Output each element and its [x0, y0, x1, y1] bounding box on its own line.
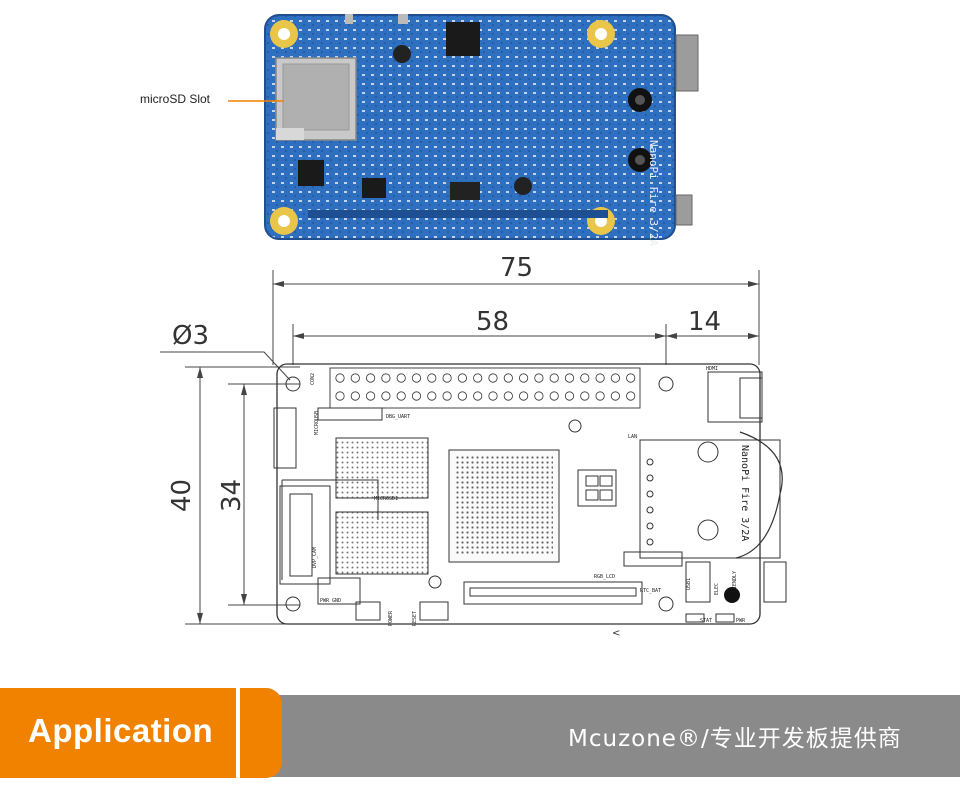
gpio-pin: [564, 391, 575, 401]
gpio-pin: [396, 373, 406, 383]
silk-elec: ELEC: [714, 583, 720, 595]
gpio-pin: [610, 373, 621, 383]
gpio-pin: [595, 373, 605, 383]
gpio-pin: [488, 391, 498, 401]
drawing-ethernet-phy: [577, 469, 617, 507]
drawing-hdmi: [707, 371, 763, 423]
dim-hole-height: 34: [217, 479, 247, 512]
drawing-ram-top: [335, 437, 429, 499]
gpio-pin: [457, 391, 467, 401]
dim-overall-width: 75: [500, 253, 533, 283]
gpio-header-drawing: [329, 367, 641, 409]
gpio-pin: [473, 373, 483, 383]
gpio-pin: [549, 391, 559, 401]
drawing-usb-port: [763, 561, 787, 603]
gpio-pin: [442, 391, 452, 401]
gpio-pin: [503, 391, 513, 401]
footer-orange-block: [0, 688, 236, 778]
svg-text:<: <: [612, 628, 620, 639]
dim-edge-offset: 14: [688, 307, 721, 337]
gpio-pins: [335, 373, 636, 401]
gpio-pin: [381, 391, 391, 401]
silk-dvp-cam: DVP_CAM: [312, 547, 318, 568]
dim-overall-height: 40: [167, 479, 197, 512]
gpio-pin: [457, 373, 467, 383]
gpio-pin: [580, 373, 590, 383]
gpio-pin: [534, 391, 544, 401]
gpio-pin: [442, 373, 452, 383]
gpio-pin: [411, 373, 422, 383]
gpio-pin: [350, 391, 360, 401]
usb-connector: [675, 194, 693, 226]
microsd-slot-label: microSD Slot: [140, 92, 211, 106]
gpio-pin: [610, 391, 621, 401]
board-outline: [276, 363, 761, 625]
gpio-pin: [427, 373, 437, 383]
gpio-pin: [411, 391, 422, 401]
drawing-ram-bottom: [335, 511, 429, 575]
gpio-pin: [518, 373, 529, 383]
chip: [298, 160, 324, 186]
footer-orange-tab: [240, 688, 282, 778]
silk-stat: STAT: [700, 618, 712, 624]
gpio-pin: [534, 373, 544, 383]
silk-usb: USB1: [686, 578, 692, 590]
gpio-pin: [350, 373, 360, 383]
chip: [450, 182, 480, 200]
hdmi-connector: [675, 34, 699, 92]
gpio-pin: [626, 391, 636, 401]
footer-gray-bar: [240, 695, 960, 777]
gpio-pin: [396, 391, 406, 401]
footer-banner: Application Mcuzone®/专业开发板提供商: [0, 688, 960, 786]
silk-power: POWER: [388, 610, 394, 626]
drawing-reset-button: [419, 601, 449, 621]
mechanical-drawing: 75 58 14 Ø3 40 34 CON2 HDMI LAN NanoPi F…: [160, 253, 787, 639]
gpio-pin: [549, 373, 559, 383]
drawing-rgb-lcd: [463, 581, 643, 605]
drawing-lan: [639, 439, 781, 559]
dim-hole-diameter: Ø3: [172, 321, 209, 351]
dim-hole-spacing: 58: [476, 307, 509, 337]
drawing-power-button: [355, 601, 381, 621]
silk-rtc-bat: RTC_BAT: [640, 588, 661, 594]
silk-hdmi: HDMI: [706, 366, 718, 372]
silk-friendly: FRIENDLY: [732, 571, 738, 595]
gpio-pin: [595, 391, 605, 401]
gpio-pin: [626, 373, 636, 383]
silk-pwr-gnd: PWR GND: [320, 598, 341, 604]
silk-pwr: PWR: [736, 618, 746, 624]
svg-text:NanoPi Fire 3/2A: NanoPi Fire 3/2A: [647, 140, 660, 246]
silk-reset: RESET: [412, 611, 418, 626]
silk-board-name: NanoPi Fire 3/2A: [739, 445, 750, 541]
silk-lan: LAN: [628, 434, 637, 440]
drawing-mounting-holes: [285, 376, 674, 612]
gpio-pin: [381, 373, 391, 383]
gpio-pin: [335, 391, 345, 401]
gpio-pin: [580, 391, 590, 401]
chip: [446, 22, 480, 56]
gpio-pin: [365, 391, 376, 401]
footer-brand: Mcuzone®/专业开发板提供商: [568, 726, 902, 752]
gpio-pin: [503, 373, 513, 383]
silk-microsd: MICROSD1: [374, 496, 398, 502]
silk-rgb-lcd: RGB_LCD: [594, 574, 615, 580]
footer-title: Application: [28, 712, 214, 749]
silk-microusb: MICROUSB: [314, 411, 320, 435]
gpio-pin: [365, 373, 376, 383]
gpio-pin: [518, 391, 529, 401]
gpio-pin: [564, 373, 575, 383]
silk-debug-uart: DBG_UART: [386, 414, 410, 420]
silk-con2: CON2: [310, 373, 316, 385]
chip: [362, 178, 386, 198]
gpio-header-row: [308, 210, 608, 218]
gpio-pin: [488, 373, 498, 383]
gpio-pin: [335, 373, 345, 383]
mounting-holes: [270, 20, 615, 235]
board-photo: NanoPi Fire 3/2A: [228, 14, 699, 246]
gpio-pin: [427, 391, 437, 401]
gpio-pin: [473, 391, 483, 401]
